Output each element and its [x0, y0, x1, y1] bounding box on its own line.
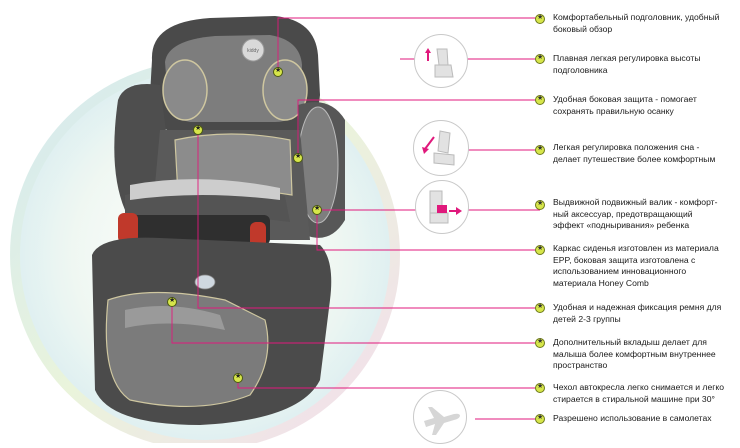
feature-bullet-4 [535, 144, 545, 155]
feature-bullet-3 [535, 94, 545, 105]
feature-bullet-5 [535, 199, 545, 210]
seat-marker-side-protection [293, 152, 303, 163]
connector-line-6 [316, 210, 540, 251]
seat-marker-cover [233, 372, 243, 383]
feature-text-3: Удобная боковая защита - помогает сохран… [553, 94, 697, 116]
pull-out-cushion-icon [415, 180, 469, 234]
brand-logo-text: kiddy [247, 48, 259, 54]
connector-line-1 [277, 17, 540, 72]
feature-text-2: Плавная легкая регулировка высоты подгол… [553, 53, 701, 75]
seat-marker-cushion [312, 204, 322, 215]
feature-text-4: Легкая регулировка положения сна - делае… [553, 142, 716, 164]
headrest-adjust-icon [414, 34, 468, 88]
feature-bullet-9 [535, 382, 545, 393]
airplane-icon [413, 390, 467, 444]
feature-bullet-8 [535, 337, 545, 348]
feature-text-7: Удобная и надежная фиксация ремня для де… [553, 302, 722, 324]
connector-line-9 [237, 378, 540, 389]
feature-text-8: Дополнительный вкладыш делает для малыша… [553, 337, 716, 370]
seat-marker-insert [167, 296, 177, 307]
seat-marker-belt [193, 124, 203, 135]
feature-text-6: Каркас сиденья изготовлен из материала E… [553, 243, 719, 288]
seat-marker-headrest [273, 66, 283, 77]
connector-line-7 [197, 130, 540, 309]
feature-bullet-10 [535, 413, 545, 424]
feature-bullet-2 [535, 53, 545, 64]
feature-text-10: Разрешено использование в самолетах [553, 413, 712, 423]
feature-bullet-7 [535, 302, 545, 313]
recline-adjust-icon [413, 120, 469, 176]
feature-bullet-6 [535, 244, 545, 255]
feature-text-5: Выдвижной подвижный валик - комфорт- ный… [553, 197, 718, 230]
feature-bullet-1 [535, 13, 545, 24]
connector-line-3 [297, 99, 540, 158]
connector-line-8 [171, 302, 540, 344]
feature-text-1: Комфортабельный подголовник, удобный бок… [553, 12, 720, 34]
feature-text-9: Чехол автокресла легко снимается и легко… [553, 382, 724, 404]
